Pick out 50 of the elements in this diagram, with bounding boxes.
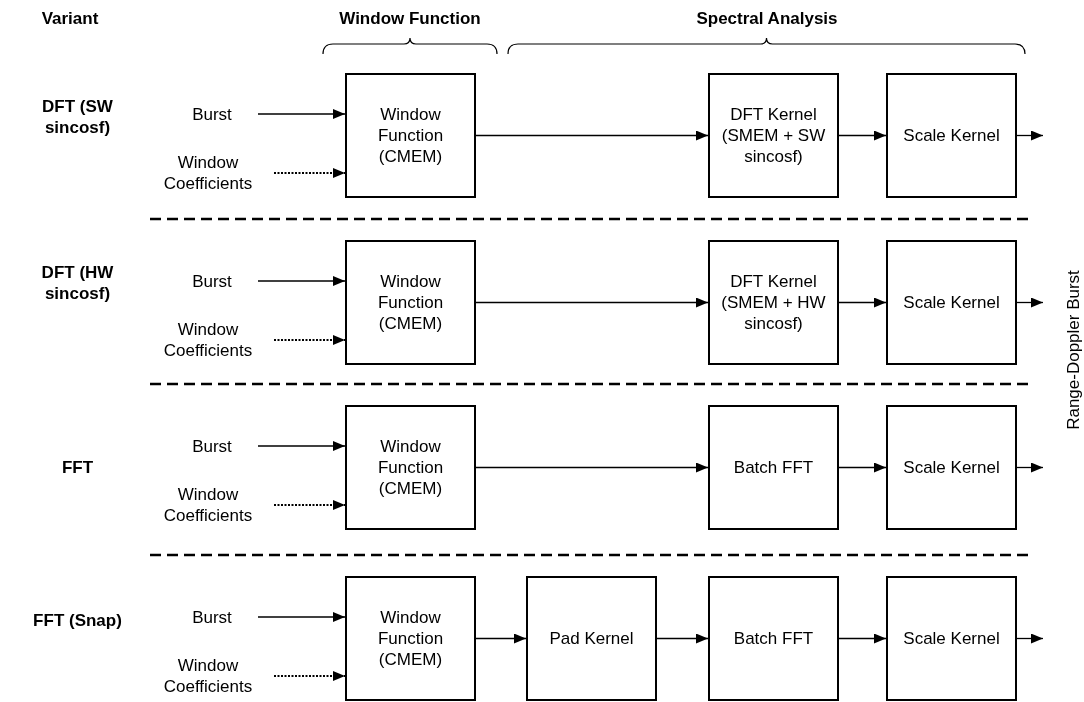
process-box: Scale Kernel xyxy=(886,240,1017,365)
process-box: Batch FFT xyxy=(708,576,839,701)
arrow xyxy=(1016,297,1044,308)
arrow xyxy=(838,633,887,644)
arrow xyxy=(1016,633,1044,644)
arrow xyxy=(257,109,346,119)
arrow xyxy=(257,612,346,622)
arrow xyxy=(475,130,709,141)
arrow xyxy=(257,276,346,286)
row-label: FFT (Snap) xyxy=(32,610,123,631)
arrow xyxy=(273,168,346,178)
arrow xyxy=(838,297,887,308)
column-heading: Spectral Analysis xyxy=(695,8,839,29)
input-label: Window Coefficients xyxy=(146,318,270,362)
column-heading: Window Function xyxy=(338,8,482,29)
column-heading: Variant xyxy=(40,8,100,29)
arrow xyxy=(273,500,346,510)
arrow xyxy=(475,462,709,473)
process-box: Window Function (CMEM) xyxy=(345,240,476,365)
arrow xyxy=(656,633,709,644)
arrow xyxy=(257,441,346,451)
arrow xyxy=(273,671,346,681)
process-box: Scale Kernel xyxy=(886,73,1017,198)
process-box: Scale Kernel xyxy=(886,405,1017,530)
process-box: DFT Kernel (SMEM + HW sincosf) xyxy=(708,240,839,365)
process-box: Batch FFT xyxy=(708,405,839,530)
arrow xyxy=(475,633,527,644)
process-box: Pad Kernel xyxy=(526,576,657,701)
arrow xyxy=(838,462,887,473)
process-box: Window Function (CMEM) xyxy=(345,73,476,198)
arrow xyxy=(1016,462,1044,473)
input-label: Burst xyxy=(170,435,254,457)
input-label: Burst xyxy=(170,270,254,292)
arrow xyxy=(1016,130,1044,141)
process-box: Window Function (CMEM) xyxy=(345,405,476,530)
input-label: Window Coefficients xyxy=(146,151,270,195)
input-label: Burst xyxy=(170,606,254,628)
input-label: Window Coefficients xyxy=(146,654,270,698)
arrow xyxy=(475,297,709,308)
row-label: FFT xyxy=(60,457,95,478)
row-label: DFT (SW sincosf) xyxy=(41,96,114,138)
arrow xyxy=(838,130,887,141)
row-label: DFT (HW sincosf) xyxy=(40,262,115,304)
input-label: Burst xyxy=(170,103,254,125)
output-label: Range-Doppler Burst xyxy=(1062,270,1084,430)
process-box: Window Function (CMEM) xyxy=(345,576,476,701)
arrow xyxy=(273,335,346,345)
process-box: Scale Kernel xyxy=(886,576,1017,701)
process-box: DFT Kernel (SMEM + SW sincosf) xyxy=(708,73,839,198)
input-label: Window Coefficients xyxy=(146,483,270,527)
